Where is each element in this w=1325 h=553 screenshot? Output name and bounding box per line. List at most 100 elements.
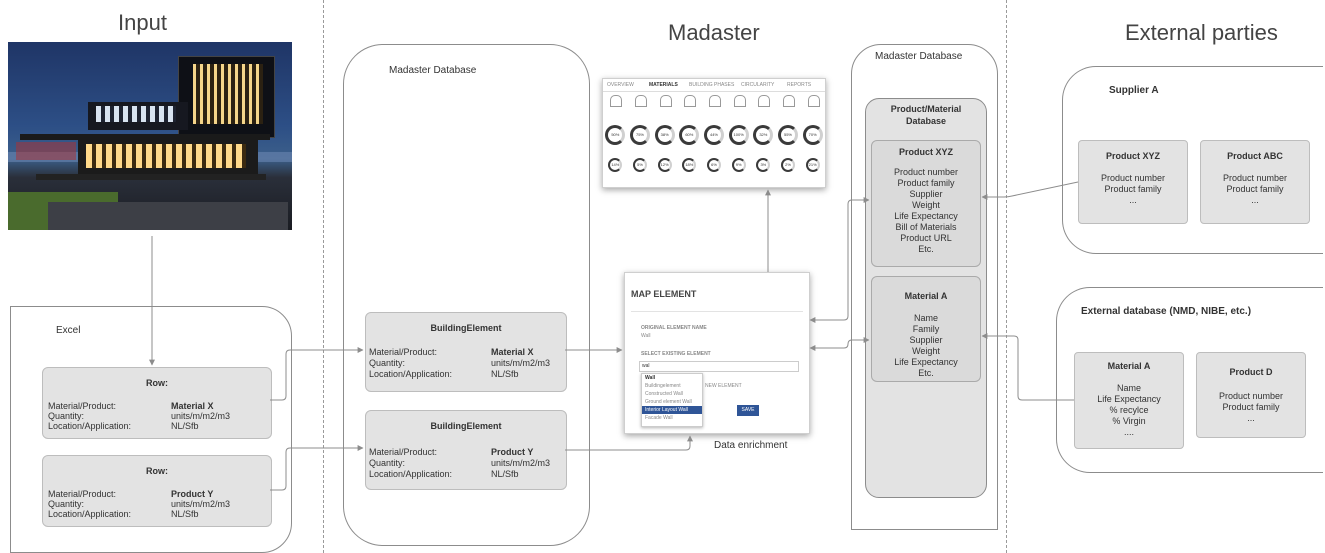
field-line: Life Expectancy <box>894 211 958 221</box>
house-icon <box>610 95 623 107</box>
building-element-product-y: BuildingElement Material/Product: Produc… <box>365 410 567 490</box>
stat-value: 21% <box>808 162 817 167</box>
field-line: Name <box>1116 383 1141 393</box>
madaster-database-left-label: Madaster Database <box>389 65 477 76</box>
stat-donut <box>630 125 650 145</box>
external-material-a-title: Material A <box>1107 361 1151 371</box>
stat-value: 55% <box>783 132 792 137</box>
stat-donut <box>605 125 626 145</box>
dashboard-screenshot: OVERVIEW MATERIALS BUILDING PHASES CIRCU… <box>602 78 826 188</box>
element-value: units/m/m2/m3 <box>491 358 551 368</box>
element-key: Quantity: <box>369 358 406 368</box>
heading-input: Input <box>118 10 167 35</box>
data-enrichment-caption: Data enrichment <box>714 440 788 451</box>
map-element-dialog: MAP ELEMENT ORIGINAL ELEMENT NAME Wall S… <box>624 272 810 434</box>
row-key: Location/Application: <box>48 421 132 431</box>
field-line: Name <box>913 313 938 323</box>
stat-donut <box>654 125 675 145</box>
element-option[interactable]: Wall <box>645 375 656 381</box>
product-material-database-title: Product/Material Database <box>890 104 962 126</box>
row-value: NL/Sfb <box>171 509 199 519</box>
field-line: Life Expectancy <box>894 357 958 367</box>
original-element-value: Wall <box>641 333 651 339</box>
row-value: units/m/m2/m3 <box>171 411 231 421</box>
field-line: % recylce <box>1109 405 1149 415</box>
dashboard-grid: 50%75%38%60%44%100%32%55%70%14%5%12%18%6… <box>603 93 825 185</box>
element-key: Quantity: <box>369 458 406 468</box>
element-option[interactable]: Buildingelement <box>645 383 681 389</box>
building-element-title: BuildingElement <box>430 323 502 333</box>
stat-value: 38% <box>660 132 669 137</box>
field-line: Product family <box>897 178 955 188</box>
field-line: Supplier <box>909 189 943 199</box>
map-element-title: MAP ELEMENT <box>631 289 697 299</box>
stat-value: 14% <box>611 162 620 167</box>
element-option[interactable]: Ground element Wall <box>645 399 692 405</box>
building-element-material-x: BuildingElement Material/Product: Materi… <box>365 312 567 392</box>
element-option[interactable]: Constructed Wall <box>645 391 683 397</box>
field-line: ... <box>1247 413 1255 423</box>
row-title: Row: <box>146 378 168 388</box>
row-value: Product Y <box>171 489 214 499</box>
select-existing-label: SELECT EXISTING ELEMENT <box>641 351 711 357</box>
field-line: Product number <box>1218 391 1284 401</box>
stat-donut <box>778 125 798 145</box>
save-button[interactable]: SAVE <box>737 405 759 416</box>
row-value: NL/Sfb <box>171 421 199 431</box>
dashboard-tab[interactable]: REPORTS <box>787 82 812 88</box>
stat-donut <box>805 158 820 172</box>
house-icon <box>659 95 672 107</box>
stat-value: 18% <box>685 162 694 167</box>
dashboard-tab[interactable]: OVERVIEW <box>607 82 634 88</box>
dashboard-tab[interactable]: BUILDING PHASES <box>689 82 735 88</box>
stat-donut <box>802 125 823 145</box>
dashboard-tabbar: OVERVIEW MATERIALS BUILDING PHASES CIRCU… <box>603 79 825 92</box>
row-value: units/m/m2/m3 <box>171 499 231 509</box>
dashboard-tab[interactable]: MATERIALS <box>649 82 678 88</box>
new-element-label: NEW ELEMENT <box>705 383 742 389</box>
row-value: Material X <box>171 401 214 411</box>
element-value: Product Y <box>491 447 534 457</box>
element-value: units/m/m2/m3 <box>491 458 551 468</box>
stat-donut <box>756 158 771 172</box>
stat-value: 2% <box>785 162 791 167</box>
supplier-product-xyz-title: Product XYZ <box>1105 151 1160 161</box>
row-key: Quantity: <box>48 499 85 509</box>
supplier-a-label: Supplier A <box>1109 85 1159 96</box>
house-icon <box>635 95 647 107</box>
field-line: Product URL <box>900 233 952 243</box>
stat-donut <box>657 158 672 172</box>
original-element-label: ORIGINAL ELEMENT NAME <box>641 325 707 331</box>
excel-label: Excel <box>56 325 81 336</box>
stat-donut <box>679 125 700 145</box>
stat-donut <box>682 158 697 172</box>
house-icon <box>684 95 697 107</box>
element-option[interactable]: Facade Wall <box>645 415 673 421</box>
stat-donut <box>781 158 795 172</box>
stat-donut <box>704 125 724 145</box>
dashboard-tab[interactable]: CIRCULARITY <box>741 82 775 88</box>
house-icon <box>758 95 771 107</box>
row-key: Location/Application: <box>48 509 132 519</box>
stat-value: 32% <box>759 132 768 137</box>
stat-donut <box>728 125 749 145</box>
element-key: Material/Product: <box>369 447 438 457</box>
stat-value: 50% <box>611 132 620 137</box>
field-line: ... <box>1251 195 1259 205</box>
field-line: Supplier <box>909 335 943 345</box>
element-option-selected[interactable]: Interior Layout Wall <box>642 406 702 414</box>
select-existing-input[interactable]: wal <box>639 361 799 372</box>
element-options-dropdown: Wall Buildingelement Constructed Wall Gr… <box>641 373 703 427</box>
stat-value: 100% <box>733 132 744 137</box>
field-line: .... <box>1123 427 1134 437</box>
stat-value: 44% <box>709 132 718 137</box>
